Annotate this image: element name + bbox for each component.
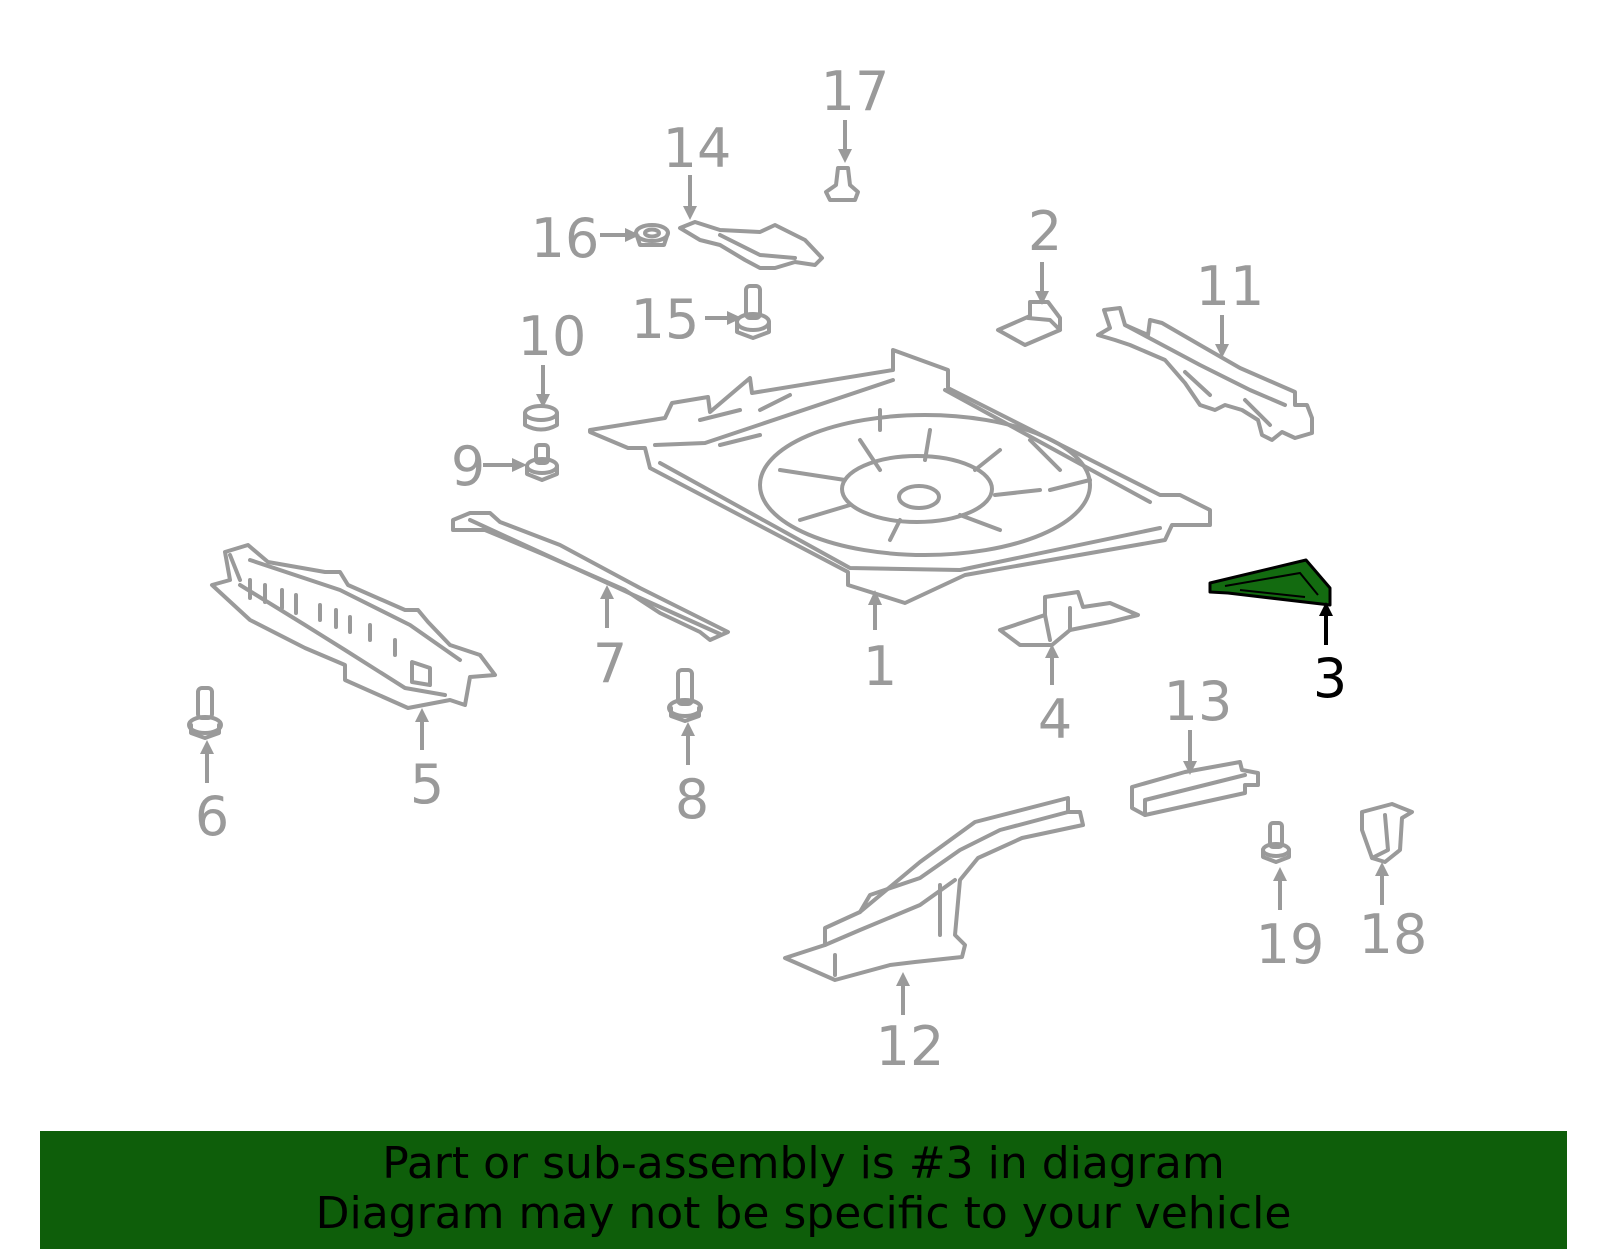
part-5-crossmember[interactable] xyxy=(210,543,497,710)
part-16-nut[interactable] xyxy=(634,223,670,247)
callout-15[interactable]: 15 xyxy=(631,288,700,351)
part-13-bracket[interactable] xyxy=(1130,760,1260,817)
callout-12[interactable]: 12 xyxy=(876,1015,945,1078)
part-7-rail[interactable] xyxy=(451,511,730,642)
parts-diagram: 1 2 3 4 5 6 7 8 9 10 11 12 13 14 15 16 1… xyxy=(187,60,1428,1078)
callout-3[interactable]: 3 xyxy=(1313,647,1347,710)
part-18-bracket[interactable] xyxy=(1360,802,1414,864)
callout-7[interactable]: 7 xyxy=(593,632,627,695)
part-12-side-member[interactable] xyxy=(783,796,1085,982)
callout-8[interactable]: 8 xyxy=(675,768,709,831)
callout-13[interactable]: 13 xyxy=(1164,670,1233,733)
leader-arrows xyxy=(200,120,1389,1015)
part-9-bolt[interactable] xyxy=(525,443,559,482)
callout-14[interactable]: 14 xyxy=(663,117,732,180)
banner-line-2: Diagram may not be specific to your vehi… xyxy=(315,1188,1292,1239)
part-10-plug[interactable] xyxy=(523,404,559,432)
part-14-bracket[interactable] xyxy=(678,220,824,270)
callout-17[interactable]: 17 xyxy=(821,60,890,123)
callout-9[interactable]: 9 xyxy=(451,435,485,498)
part-6-bolt[interactable] xyxy=(187,686,223,740)
part-11-rail[interactable] xyxy=(1096,306,1314,442)
part-15-bolt[interactable] xyxy=(735,284,771,340)
callout-4[interactable]: 4 xyxy=(1038,688,1072,751)
banner-line-1: Part or sub-assembly is #3 in diagram xyxy=(382,1138,1225,1189)
part-17-clip[interactable] xyxy=(824,166,860,202)
part-1-floor-pan[interactable] xyxy=(588,348,1212,605)
callout-18[interactable]: 18 xyxy=(1359,903,1428,966)
callout-5[interactable]: 5 xyxy=(410,753,444,816)
callout-2[interactable]: 2 xyxy=(1028,200,1062,263)
part-19-bolt[interactable] xyxy=(1261,821,1291,864)
callout-16[interactable]: 16 xyxy=(531,207,600,270)
callout-10[interactable]: 10 xyxy=(518,305,587,368)
part-2-bracket[interactable] xyxy=(996,300,1062,347)
part-8-bolt[interactable] xyxy=(667,668,703,723)
info-banner: Part or sub-assembly is #3 in diagram Di… xyxy=(40,1131,1567,1249)
callout-11[interactable]: 11 xyxy=(1196,255,1265,318)
callout-19[interactable]: 19 xyxy=(1256,913,1325,976)
callout-6[interactable]: 6 xyxy=(195,785,229,848)
part-4-bracket[interactable] xyxy=(998,590,1140,647)
part-3-highlighted-bracket[interactable] xyxy=(1208,558,1332,607)
callout-1[interactable]: 1 xyxy=(863,635,897,698)
